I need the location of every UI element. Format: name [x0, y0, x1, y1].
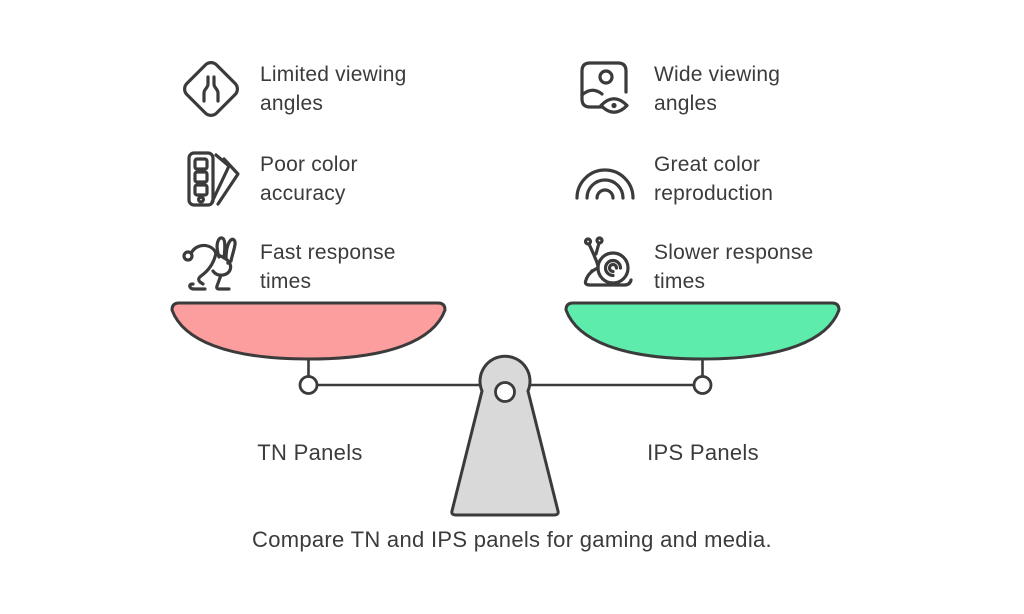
narrowing-road-icon [174, 52, 248, 126]
scale-pedestal [450, 354, 560, 517]
color-swatches-icon [174, 142, 248, 216]
feature-text: Limited viewing angles [260, 60, 407, 118]
feature-line: Slower response [654, 241, 814, 264]
snail-icon [568, 230, 642, 304]
ips-pan-bowl [564, 301, 841, 361]
balance-scale [170, 301, 841, 517]
feature-line: Poor color [260, 153, 358, 176]
feature-line: times [654, 270, 706, 293]
feature-line: Limited viewing [260, 63, 407, 86]
feature-text: Wide viewing angles [654, 60, 780, 118]
feature-line: Fast response [260, 241, 396, 264]
feature-line: Great color [654, 153, 761, 176]
feature-text: Poor color accuracy [260, 150, 358, 208]
pedestal-hole [494, 381, 516, 403]
feature-great-color-reproduction: Great color reproduction [568, 140, 773, 218]
feature-slower-response-times: Slower response times [568, 228, 813, 306]
tn-pan-bowl [170, 301, 447, 361]
feature-text: Slower response times [654, 238, 813, 296]
rainbow-icon [568, 142, 642, 216]
feature-wide-viewing-angles: Wide viewing angles [568, 50, 780, 128]
tn-panels-label: TN Panels [257, 440, 363, 465]
ips-panels-label: IPS Panels [647, 440, 759, 465]
feature-line: accuracy [260, 182, 346, 205]
feature-line: times [260, 270, 312, 293]
feature-limited-viewing-angles: Limited viewing angles [174, 50, 407, 128]
feature-text: Fast response times [260, 238, 396, 296]
image-eye-icon [568, 52, 642, 126]
ips-beam-joint [692, 375, 713, 395]
rabbit-icon [174, 230, 248, 304]
feature-fast-response-times: Fast response times [174, 228, 396, 306]
feature-line: angles [260, 92, 324, 115]
feature-line: reproduction [654, 182, 774, 205]
feature-poor-color-accuracy: Poor color accuracy [174, 140, 358, 218]
feature-line: Wide viewing [654, 63, 781, 86]
feature-line: angles [654, 92, 718, 115]
caption-text: Compare TN and IPS panels for gaming and… [252, 527, 772, 552]
feature-text: Great color reproduction [654, 150, 773, 208]
tn-beam-joint [298, 375, 319, 395]
